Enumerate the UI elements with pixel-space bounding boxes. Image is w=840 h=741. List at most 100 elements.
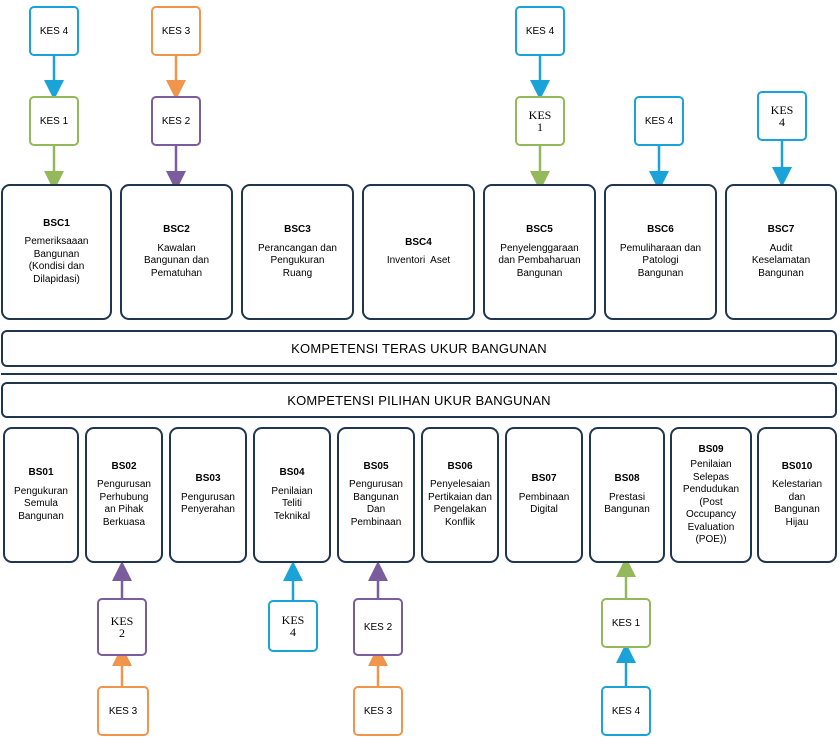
elective-line: Bangunan [18, 510, 64, 522]
kes-box: KES 1 [601, 598, 651, 648]
core-line: Kawalan [157, 242, 196, 254]
elective-line: Teknikal [273, 510, 311, 522]
core-box-bsc5: BSC5 Penyelenggaraan dan Pembaharuan Ban… [483, 184, 596, 320]
elective-line: Semula [24, 498, 58, 509]
core-competency-band: KOMPETENSI TERAS UKUR BANGUNAN [1, 330, 837, 367]
elective-line: Bangunan [353, 491, 399, 503]
core-line: Bangunan dan [143, 255, 210, 266]
elective-line: Dan [366, 504, 386, 516]
elective-box-bs08: BS08 Prestasi Bangunan [589, 427, 665, 563]
core-line: Bangunan [33, 248, 80, 260]
elective-line: Pengurusan [97, 479, 151, 491]
core-box-bsc2: BSC2 Kawalan Bangunan dan Pematuhan [120, 184, 233, 320]
elective-line: Digital [530, 504, 558, 516]
core-line: Patologi [642, 255, 679, 266]
elective-line: Konflik [444, 516, 475, 528]
elective-box-bs07: BS07 Pembinaan Digital [505, 427, 583, 563]
core-line: Perancangan dan [258, 242, 337, 254]
core-line: Keselamatan [751, 255, 811, 266]
elective-line: Teliti [281, 498, 302, 509]
elective-line: Penyerahan [181, 504, 235, 516]
core-code: BSC1 [43, 217, 70, 229]
elective-code: BS09 [698, 443, 724, 455]
elective-code: BS01 [28, 467, 54, 478]
kes-box: KES 2 [151, 96, 201, 146]
core-code: BSC7 [767, 224, 795, 235]
core-box-bsc6: BSC6 Pemuliharaan dan Patologi Bangunan [604, 184, 717, 320]
elective-line: Perhubung [99, 491, 149, 503]
kes-box: KES 1 [29, 96, 79, 146]
core-box-bsc3: BSC3 Perancangan dan Pengukuran Ruang [241, 184, 354, 320]
elective-line: (Post [699, 496, 723, 508]
elective-line: Occupancy [685, 509, 737, 520]
elective-line: Selepas [692, 471, 730, 483]
core-line: Bangunan [758, 267, 804, 279]
elective-line: Penilaian [690, 459, 732, 470]
elective-line: Evaluation [687, 521, 735, 533]
elective-line: Bangunan [604, 504, 650, 516]
elective-line: Berkuasa [102, 516, 146, 528]
elective-box-bs01: BS01 Pengukuran Semula Bangunan [3, 427, 79, 563]
core-line: Pemuliharaan dan [619, 242, 702, 254]
kes-box: KES 4 [29, 6, 79, 56]
core-code: BSC2 [163, 224, 190, 235]
elective-line: (POE)) [695, 534, 727, 545]
core-box-bsc1: BSC1 Pemeriksaaan Bangunan (Kondisi dan … [1, 184, 112, 320]
elective-box-bs02: BS02 Pengurusan Perhubung an Pihak Berku… [85, 427, 163, 563]
elective-code: BS010 [781, 460, 813, 472]
kes-box: KES 4 [515, 6, 565, 56]
core-line: (Kondisi dan [28, 261, 85, 273]
elective-box-bs04: BS04 Penilaian Teliti Teknikal [253, 427, 331, 563]
core-code: BSC3 [284, 224, 311, 235]
core-line: Penyelenggaraan [500, 242, 579, 254]
elective-line: Pengelakan [433, 504, 487, 516]
kes-box: KES 3 [97, 686, 149, 736]
elective-line: Pengukuran [14, 485, 68, 497]
elective-competency-band: KOMPETENSI PILIHAN UKUR BANGUNAN [1, 382, 837, 418]
elective-box-bs09: BS09 Penilaian Selepas Pendudukan (Post … [670, 427, 752, 563]
core-code: BSC6 [647, 224, 674, 235]
elective-line: Prestasi [608, 491, 646, 503]
elective-line: Hijau [785, 516, 809, 528]
elective-line: Pembinaan [350, 516, 402, 528]
elective-code: BS03 [195, 473, 221, 485]
core-line: Pematuhan [150, 267, 203, 279]
elective-line: Penilaian [271, 485, 313, 497]
elective-line: Pembinaan [518, 491, 570, 503]
core-code: BSC5 [526, 224, 553, 235]
elective-box-bs03: BS03 Pengurusan Penyerahan [169, 427, 247, 563]
elective-box-bs010: BS010 Kelestarian dan Bangunan Hijau [757, 427, 837, 563]
elective-box-bs06: BS06 Penyelesaian Pertikaian dan Pengela… [421, 427, 499, 563]
elective-line: Pertikaian dan [428, 491, 492, 503]
elective-line: an Pihak [104, 504, 144, 516]
elective-line: Pengurusan [181, 491, 235, 503]
core-box-bsc4: BSC4 Inventori Aset [362, 184, 475, 320]
core-line: Bangunan [516, 267, 563, 279]
kes-box: KES 4 [634, 96, 684, 146]
kes-box: KES 3 [151, 6, 201, 56]
core-line: Audit [769, 242, 793, 254]
kes-box: KES 4 [601, 686, 651, 736]
core-line: Bangunan [637, 267, 684, 279]
core-box-bsc7: BSC7 Audit Keselamatan Bangunan [725, 184, 837, 320]
elective-code: BS06 [447, 460, 473, 472]
elective-code: BS05 [363, 460, 389, 472]
kes-box: KES 3 [353, 686, 403, 736]
core-code: BSC4 [405, 236, 432, 248]
divider [1, 373, 837, 377]
elective-line: Pendudukan [682, 484, 740, 495]
core-line: Ruang [282, 267, 313, 279]
core-line: Pemeriksaaan [24, 236, 89, 248]
elective-line: Penyelesaian [429, 479, 491, 491]
elective-line: Pengurusan [349, 479, 403, 491]
elective-code: BS07 [531, 473, 557, 485]
core-line: Inventori Aset [386, 255, 451, 266]
elective-line: Bangunan [774, 504, 820, 516]
elective-code: BS04 [279, 467, 305, 478]
kes-box: KES 2 [353, 598, 403, 656]
